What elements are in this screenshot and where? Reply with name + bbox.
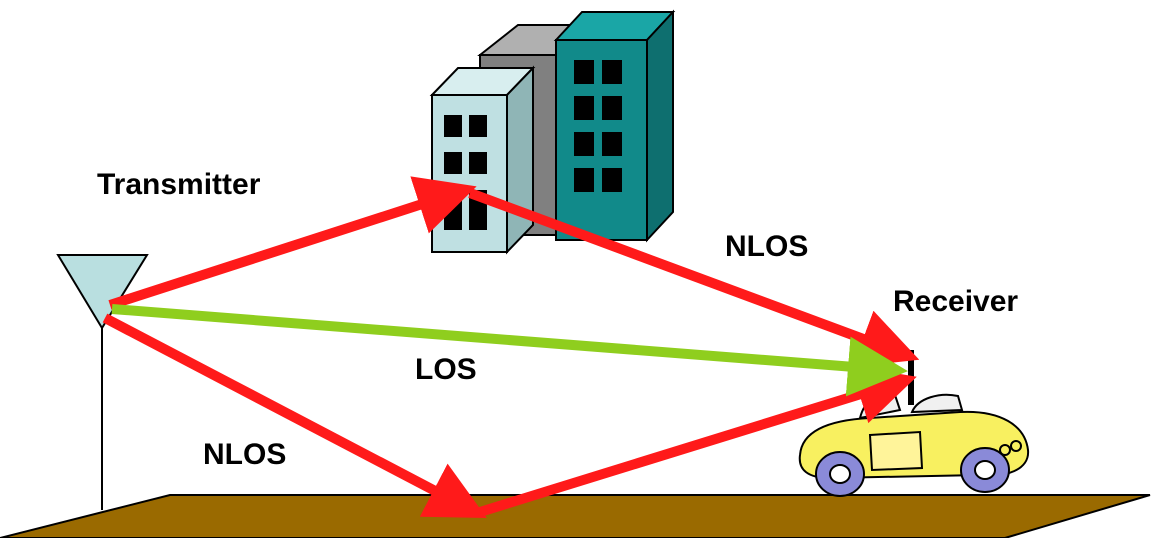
nlos-path-to-building — [108, 176, 477, 310]
antenna-icon — [56, 254, 149, 510]
los-path — [111, 304, 908, 397]
los-label: LOS — [415, 353, 477, 386]
nlos-path-building-to-receiver — [468, 188, 920, 367]
ground-plane — [0, 494, 1151, 538]
nlos-bottom-label: NLOS — [203, 438, 287, 471]
nlos-path-ground-to-receiver — [478, 365, 917, 517]
nlos-top-label: NLOS — [725, 230, 809, 263]
transmitter-label: Transmitter — [97, 168, 261, 201]
nlos-path-to-ground — [102, 313, 487, 518]
receiver-label: Receiver — [893, 285, 1019, 318]
car-icon — [798, 350, 1030, 497]
buildings-icon — [429, 9, 676, 255]
